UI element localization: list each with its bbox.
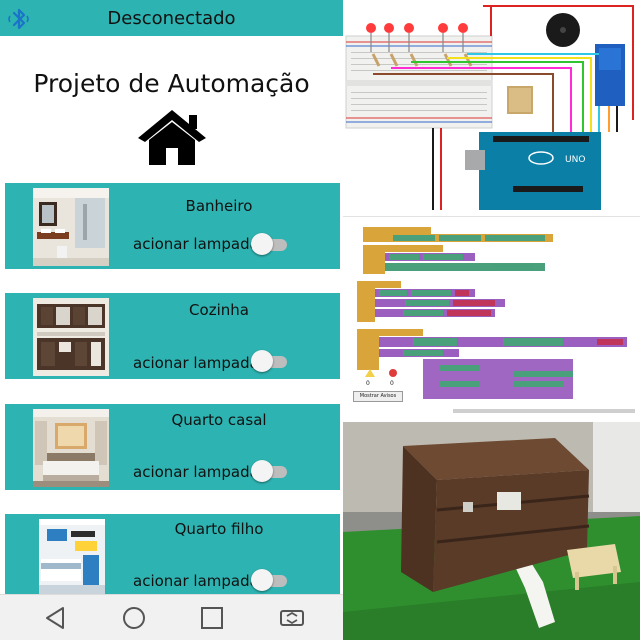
room-action-label: acionar lampada [133,235,259,253]
screen-rotate-icon[interactable] [278,605,306,631]
phone-screen: Desconectado Projeto de Automação [0,0,343,640]
kitchen-photo [33,298,109,376]
bathroom-photo [33,188,109,266]
home-icon [138,110,206,165]
errors-count: 0 [390,380,394,387]
connection-status: Desconectado [107,8,236,29]
warnings-count: 0 [366,380,370,387]
kids-bedroom-photo [39,519,105,597]
bluetooth-icon[interactable] [6,6,34,32]
house-model-photo [343,422,640,640]
switch-knob [251,569,273,591]
room-name: Cozinha [189,301,249,319]
connection-bar: Desconectado [0,0,343,36]
recents-square-icon[interactable] [198,605,226,631]
room-name: Quarto filho [174,520,264,538]
room-name: Banheiro [185,197,253,215]
home-circle-icon[interactable] [120,605,148,631]
lamp-switch-quarto-filho[interactable] [251,569,289,591]
led-array [366,23,468,52]
lamp-switch-banheiro[interactable] [251,233,289,255]
switch-knob [251,460,273,482]
switch-knob [251,350,273,372]
lamp-switch-quarto-casal[interactable] [251,460,289,482]
room-card-quarto-casal: Quarto casal acionar lampada [5,404,340,490]
arduino-board [479,132,601,210]
code-blocks: 0 0 [357,227,635,413]
room-card-quarto-filho: Quarto filho acionar lampada [5,514,340,600]
room-action-label: acionar lampada [133,572,259,590]
model-illustration [343,422,640,640]
show-warnings-button[interactable]: Mostrar Avisos [353,391,403,402]
wiring-illustration: UNO [345,5,634,210]
room-name: Quarto casal [171,411,267,429]
room-action-label: acionar lampada [133,354,259,372]
switch-knob [251,233,273,255]
room-card-banheiro: Banheiro acionar lampada [5,183,340,269]
app-title: Projeto de Automação [33,69,310,98]
room-action-label: acionar lampada [133,463,259,481]
back-triangle-icon[interactable] [42,605,70,631]
lamp-switch-cozinha[interactable] [251,350,289,372]
blocks-editor: 0 0 Mostrar Avisos [343,216,640,418]
master-bedroom-photo [33,409,109,487]
board-label: UNO [565,155,585,165]
room-card-cozinha: Cozinha acionar lampada [5,293,340,379]
circuit-diagram: UNO [343,0,640,214]
android-nav-bar [0,594,343,640]
